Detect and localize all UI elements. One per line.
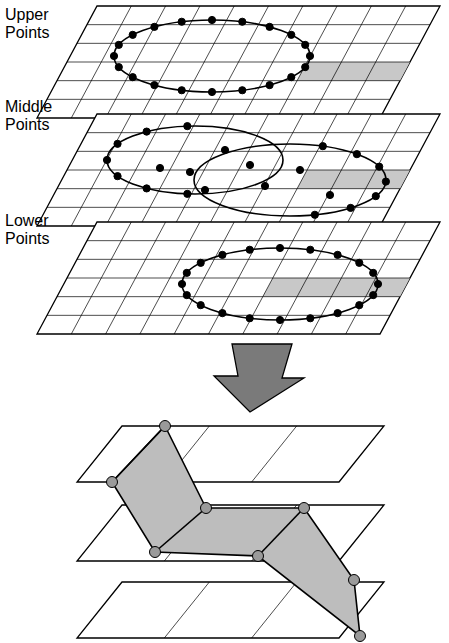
- grid-plane: [37, 114, 440, 226]
- grid-plane: [37, 6, 440, 118]
- point-dot: [302, 64, 309, 71]
- point-dot: [239, 87, 246, 94]
- point-dot: [356, 259, 363, 266]
- point-dot: [129, 31, 136, 38]
- point-dot: [266, 23, 273, 30]
- point-dot: [288, 31, 295, 38]
- contour-ellipse: [114, 20, 310, 92]
- point-dot: [184, 123, 191, 130]
- point-dot: [107, 477, 118, 488]
- point-dot: [334, 251, 341, 258]
- point-dot: [353, 151, 360, 158]
- point-dot: [208, 16, 215, 23]
- point-dot: [150, 547, 161, 558]
- point-dot: [178, 18, 185, 25]
- point-dot: [201, 503, 212, 514]
- transform-arrow: [214, 344, 304, 412]
- point-dot: [156, 164, 163, 171]
- point-dot: [349, 575, 360, 586]
- plane-label: Upper Points: [5, 6, 69, 43]
- point-dot: [114, 140, 121, 147]
- point-dot: [307, 315, 314, 322]
- point-dot: [151, 82, 158, 89]
- point-dot: [276, 316, 283, 323]
- point-dot: [197, 302, 204, 309]
- point-dot: [334, 310, 341, 317]
- point-dot: [372, 193, 379, 200]
- point-dot: [307, 246, 314, 253]
- point-dot: [115, 41, 122, 48]
- point-dot: [266, 82, 273, 89]
- point-dot: [276, 244, 283, 251]
- plane-label: Lower Points: [5, 212, 69, 249]
- point-dot: [239, 18, 246, 25]
- point-dot: [143, 185, 150, 192]
- point-dot: [208, 88, 215, 95]
- point-dot: [299, 503, 310, 514]
- shaded-cells: [297, 62, 410, 81]
- contour-ellipse: [182, 248, 378, 320]
- grid-plane: [37, 222, 440, 334]
- point-dot: [178, 280, 185, 287]
- point-dot: [114, 173, 121, 180]
- point-dot: [186, 168, 193, 175]
- point-dot: [382, 178, 389, 185]
- point-dot: [376, 163, 383, 170]
- point-dot: [374, 280, 381, 287]
- point-dot: [110, 52, 117, 59]
- point-dot: [221, 146, 228, 153]
- point-dot: [261, 182, 268, 189]
- point-dot: [246, 161, 253, 168]
- point-dot: [370, 269, 377, 276]
- point-dot: [151, 23, 158, 30]
- point-dot: [103, 156, 110, 163]
- reconstructed-surface: [107, 421, 366, 642]
- point-dot: [246, 315, 253, 322]
- point-dot: [253, 551, 264, 562]
- point-dot: [184, 190, 191, 197]
- shaded-cells: [297, 170, 410, 189]
- point-dot: [143, 128, 150, 135]
- point-dot: [302, 41, 309, 48]
- point-dot: [326, 191, 333, 198]
- contour-ellipse: [194, 144, 386, 216]
- point-dot: [160, 421, 171, 432]
- point-dot: [355, 631, 366, 642]
- plane-label: Middle Points: [5, 98, 69, 135]
- point-dot: [201, 186, 208, 193]
- point-dot: [370, 292, 377, 299]
- point-dot: [197, 259, 204, 266]
- point-dot: [178, 87, 185, 94]
- point-dot: [246, 246, 253, 253]
- point-dot: [219, 251, 226, 258]
- point-dot: [296, 166, 303, 173]
- point-dot: [219, 310, 226, 317]
- point-dot: [319, 143, 326, 150]
- point-dot: [183, 269, 190, 276]
- point-dot: [115, 64, 122, 71]
- point-dot: [311, 211, 318, 218]
- point-dot: [306, 52, 313, 59]
- point-dot: [356, 302, 363, 309]
- point-dot: [129, 74, 136, 81]
- point-dot: [347, 204, 354, 211]
- point-dot: [183, 292, 190, 299]
- point-dot: [288, 74, 295, 81]
